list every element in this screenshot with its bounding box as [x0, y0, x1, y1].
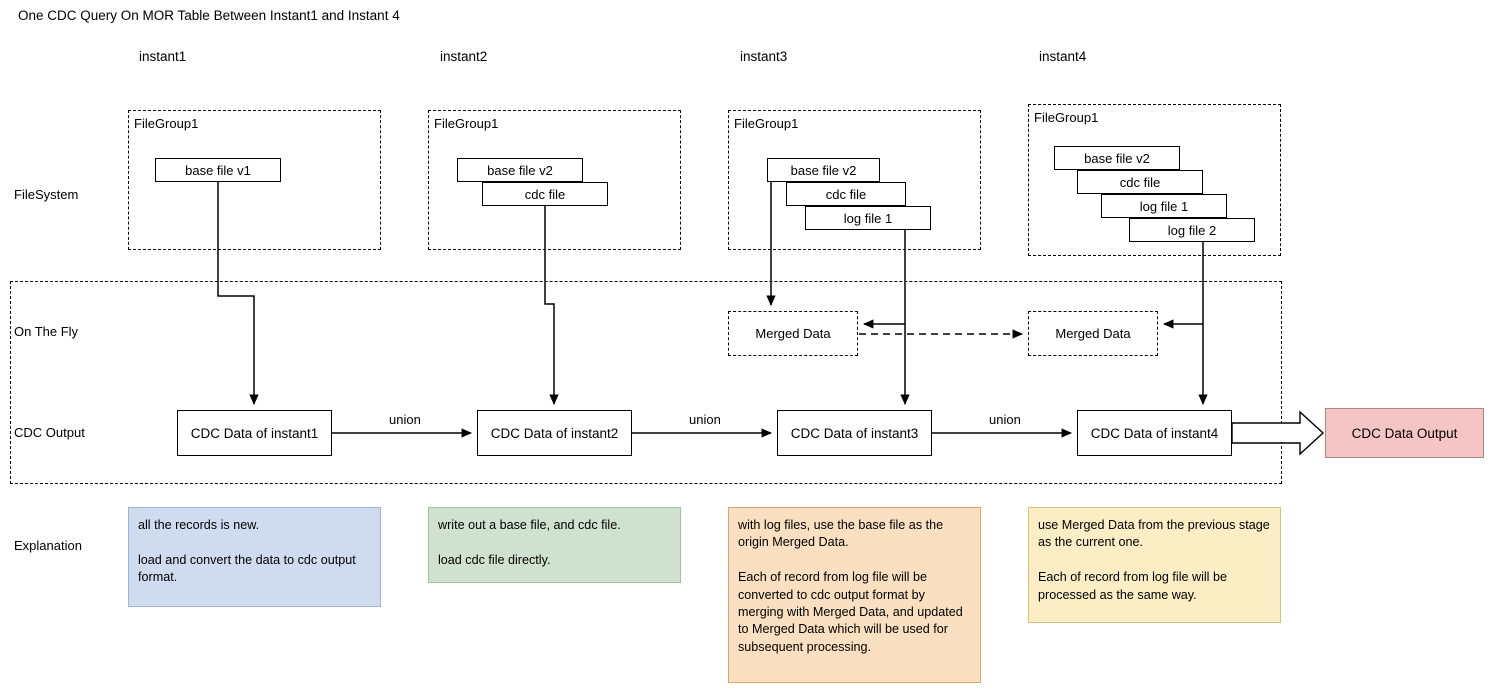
file-box-log-file-2[interactable]: log file 2 — [1129, 218, 1255, 242]
cdc-data-box-instant3[interactable]: CDC Data of instant3 — [777, 410, 932, 456]
explanation-note-instant1: all the records is new. load and convert… — [128, 507, 381, 607]
row-label-cdc-output: CDC Output — [14, 425, 85, 440]
filegroup-title: FileGroup1 — [434, 116, 499, 131]
filegroup-title: FileGroup1 — [1034, 110, 1099, 125]
filegroup-container-instant3: FileGroup1 — [728, 110, 981, 250]
file-box-cdc-file[interactable]: cdc file — [786, 182, 906, 206]
diagram-title: One CDC Query On MOR Table Between Insta… — [18, 8, 400, 23]
merged-data-box-instant3[interactable]: Merged Data — [728, 311, 858, 356]
column-header-instant2: instant2 — [440, 49, 488, 64]
union-label-3: union — [986, 412, 1024, 427]
explanation-note-instant4: use Merged Data from the previous stage … — [1028, 507, 1281, 623]
explanation-note-instant3: with log files, use the base file as the… — [728, 507, 981, 683]
file-box-base-file-v2[interactable]: base file v2 — [457, 158, 583, 182]
filegroup-title: FileGroup1 — [134, 116, 199, 131]
column-header-instant1: instant1 — [139, 49, 187, 64]
file-box-base-file-v2[interactable]: base file v2 — [767, 158, 880, 182]
union-label-1: union — [386, 412, 424, 427]
row-label-filesystem: FileSystem — [14, 187, 79, 202]
filegroup-title: FileGroup1 — [734, 116, 799, 131]
explanation-note-instant2: write out a base file, and cdc file. loa… — [428, 507, 681, 583]
merged-data-box-instant4[interactable]: Merged Data — [1028, 311, 1158, 356]
cdc-data-box-instant2[interactable]: CDC Data of instant2 — [477, 410, 632, 456]
column-header-instant4: instant4 — [1039, 49, 1087, 64]
file-box-base-file-v1[interactable]: base file v1 — [155, 158, 281, 182]
processing-container — [10, 281, 1282, 484]
file-box-base-file-v2[interactable]: base file v2 — [1054, 146, 1180, 170]
file-box-log-file-1[interactable]: log file 1 — [805, 206, 931, 230]
cdc-data-output-box[interactable]: CDC Data Output — [1325, 408, 1484, 458]
row-label-explanation: Explanation — [14, 538, 82, 553]
filegroup-container-instant4: FileGroup1 — [1028, 104, 1281, 256]
cdc-data-box-instant1[interactable]: CDC Data of instant1 — [177, 410, 332, 456]
column-header-instant3: instant3 — [740, 49, 788, 64]
file-box-cdc-file[interactable]: cdc file — [1077, 170, 1203, 194]
file-box-cdc-file[interactable]: cdc file — [482, 182, 608, 206]
row-label-on-the-fly: On The Fly — [14, 324, 79, 339]
union-label-2: union — [686, 412, 724, 427]
file-box-log-file-1[interactable]: log file 1 — [1101, 194, 1227, 218]
cdc-data-box-instant4[interactable]: CDC Data of instant4 — [1077, 410, 1232, 456]
